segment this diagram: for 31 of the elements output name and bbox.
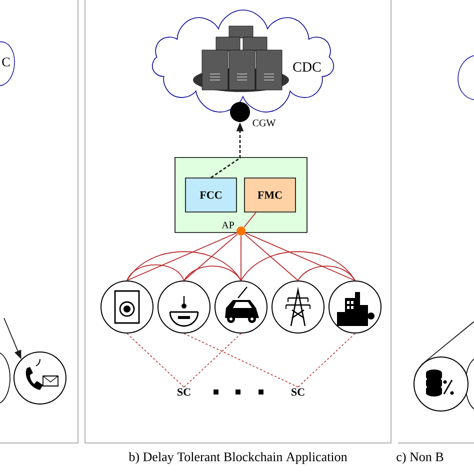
gateway-dot <box>230 102 250 122</box>
node-label: AP <box>222 222 234 228</box>
connector <box>126 333 184 388</box>
process-box: FMC <box>244 178 296 212</box>
connector <box>240 251 356 281</box>
contract-label: SC <box>178 388 190 396</box>
node-label: CGW <box>252 120 276 126</box>
access-point-dot <box>236 226 246 236</box>
device-circle <box>100 280 154 334</box>
connector <box>126 264 184 281</box>
device-circle <box>158 280 210 334</box>
connector <box>184 266 242 281</box>
connector <box>298 333 356 388</box>
panel-text: c) Non B <box>396 452 444 464</box>
connector <box>298 266 356 281</box>
contract-label: SC <box>292 388 304 396</box>
connector <box>184 333 298 388</box>
connector <box>126 251 242 281</box>
connector <box>244 232 356 281</box>
process-box: FCC <box>185 178 237 212</box>
connector <box>244 234 298 281</box>
connector <box>184 333 242 388</box>
device-circle <box>272 280 324 334</box>
connector <box>126 232 238 281</box>
connector <box>240 235 242 281</box>
panel-text: C <box>2 58 10 66</box>
caption: b) Delay Tolerant Blockchain Application <box>128 452 348 464</box>
connector <box>244 212 256 228</box>
connector <box>184 234 238 281</box>
cloud: CDC <box>152 10 334 112</box>
connector <box>421 320 474 365</box>
